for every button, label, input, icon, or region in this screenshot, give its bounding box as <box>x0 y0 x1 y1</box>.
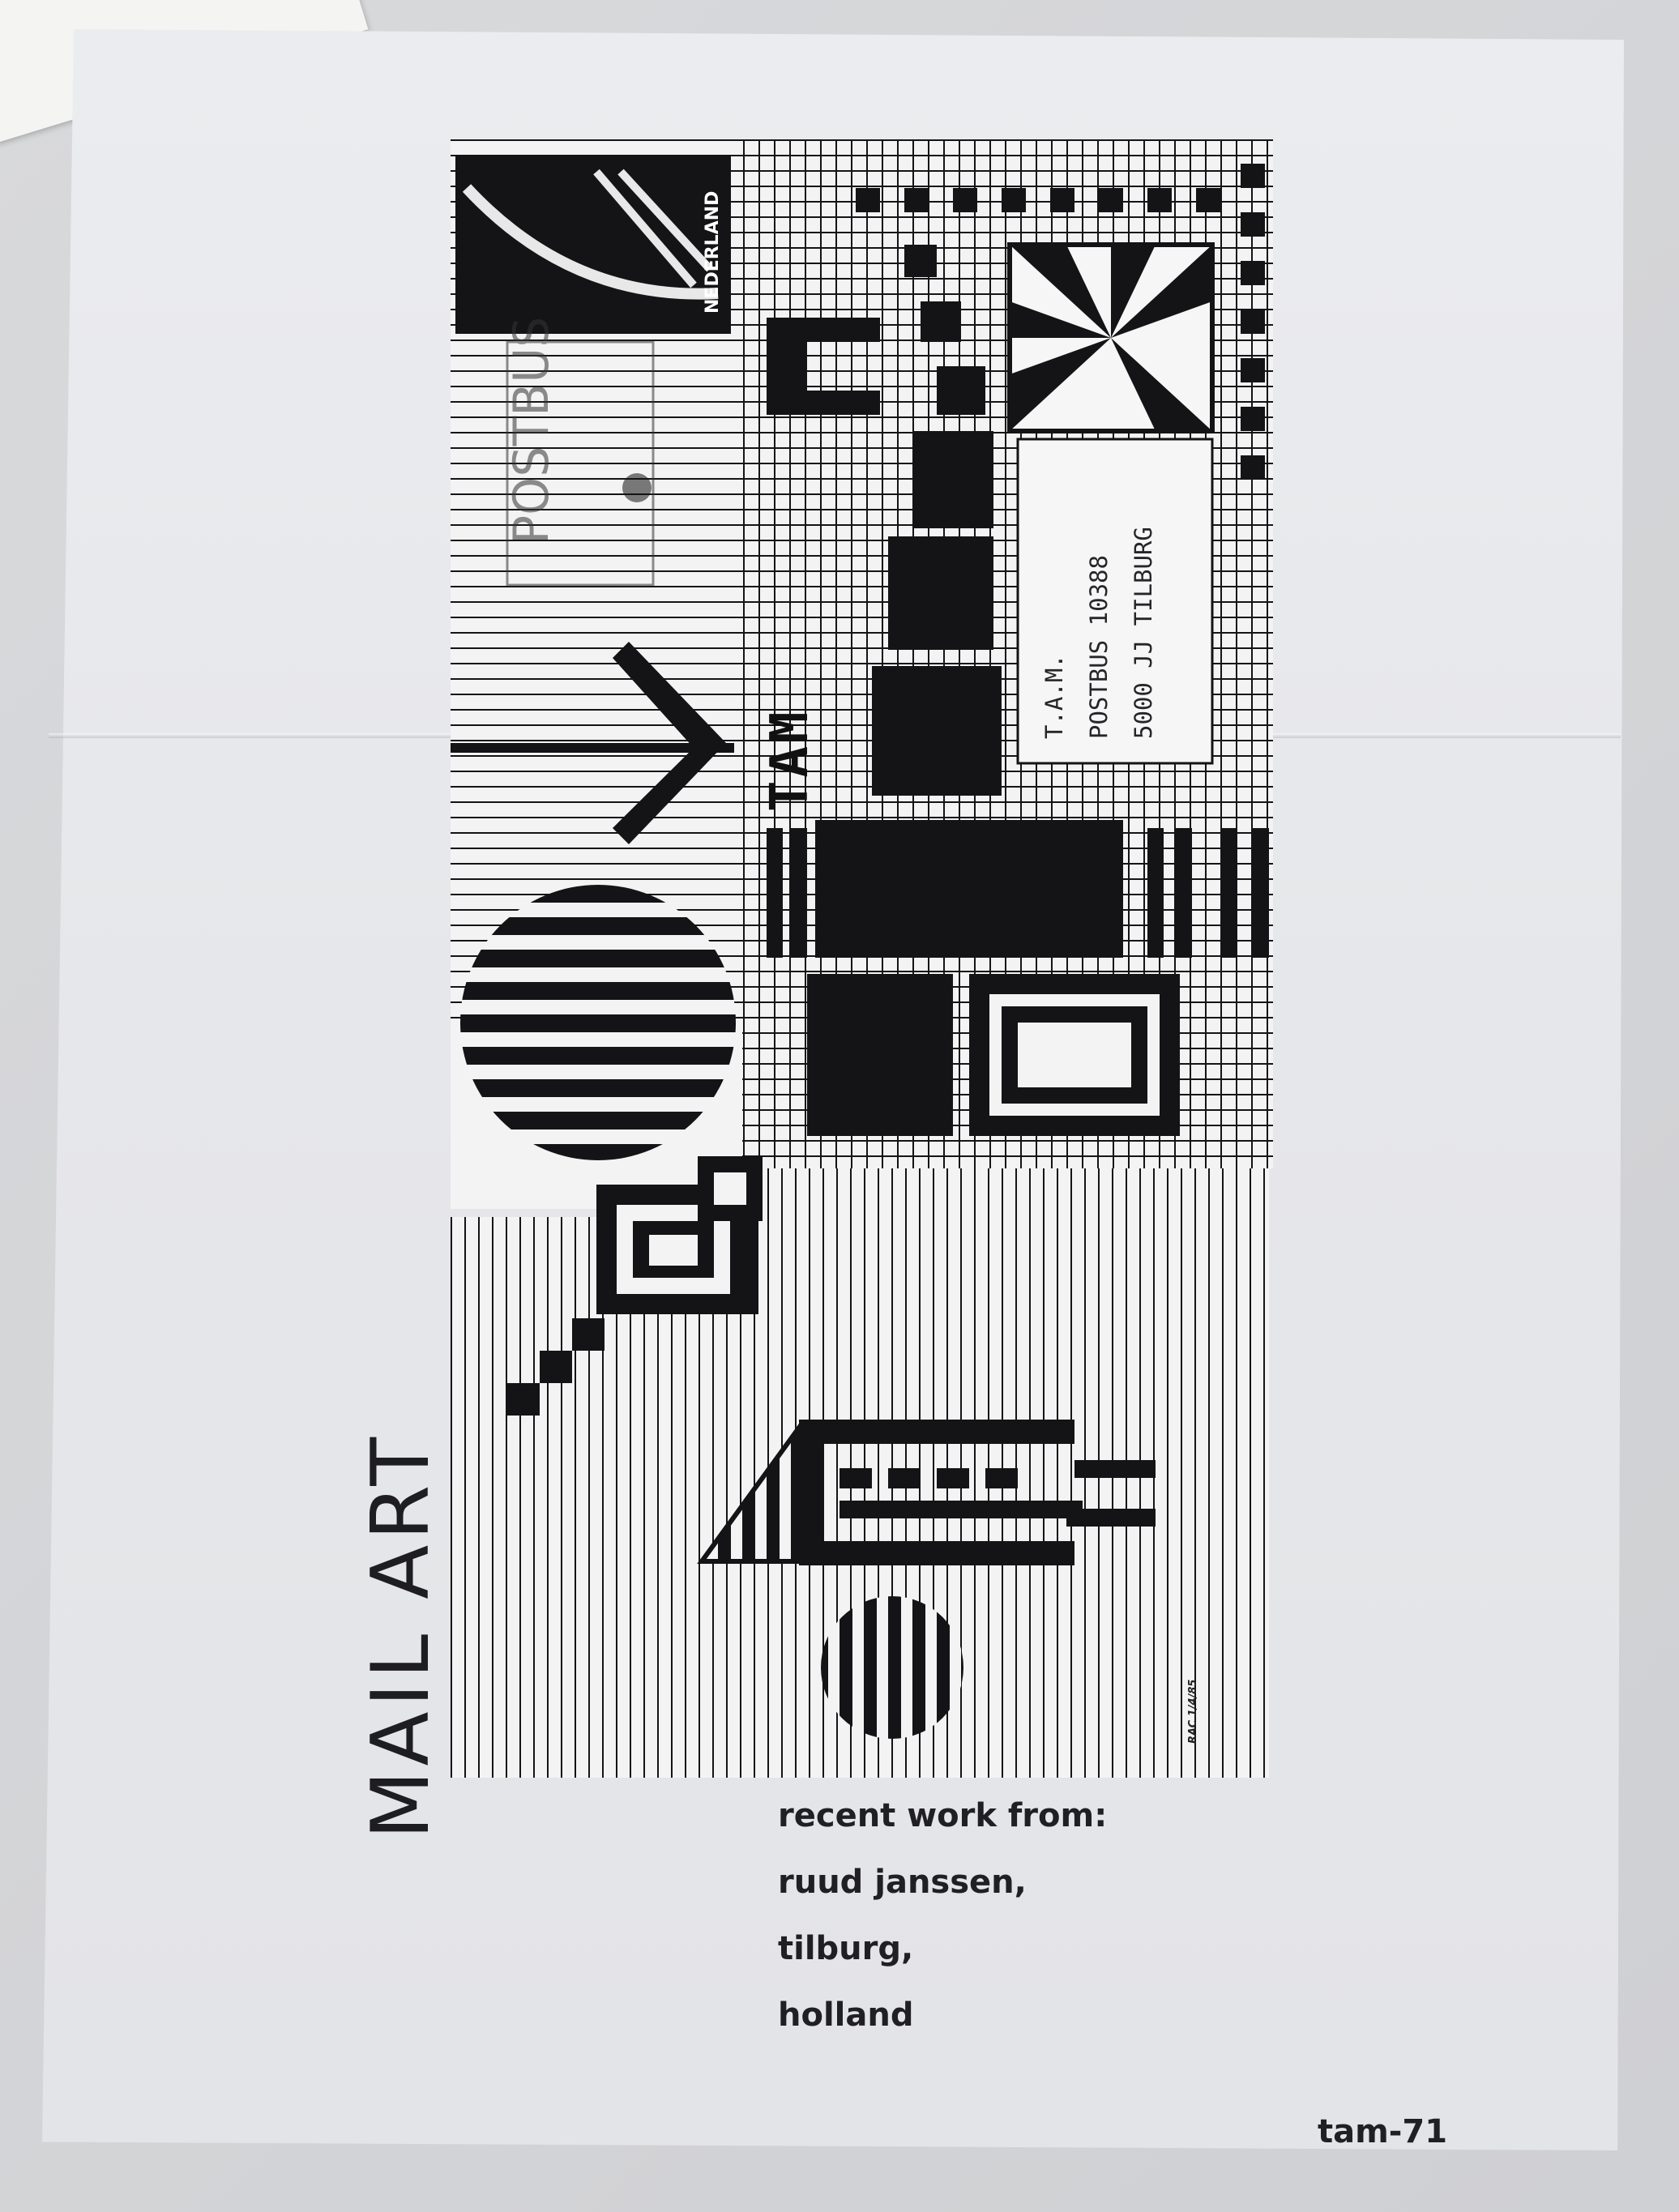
credits-line-3: tilburg, <box>778 1930 914 1967</box>
checker-border <box>856 164 1265 480</box>
credits-block: recent work from: ruud janssen, tilburg,… <box>778 1783 1297 2048</box>
postage-stamp: NEDERLAND <box>455 156 731 334</box>
pinwheel-emblem <box>1007 242 1215 433</box>
address-line-1: T.A.M. <box>1040 654 1068 739</box>
stamp-country-label: NEDERLAND <box>703 191 723 314</box>
tam-logo: TAM <box>760 708 820 812</box>
credits-line-2: ruud janssen, <box>778 1864 1027 1901</box>
nested-rectangle <box>969 974 1180 1136</box>
address-label: T.A.M. POSTBUS 10388 5000 JJ TILBURG <box>1016 438 1214 765</box>
credits-line-4: holland <box>778 1996 914 2034</box>
credits-line-1: recent work from: <box>778 1797 1108 1834</box>
striped-circle <box>460 885 736 1160</box>
small-striped-circle <box>821 1596 963 1739</box>
small-squares-motif <box>507 1156 763 1416</box>
postmark: POSTBUS <box>503 317 655 587</box>
mail-art-envelope-print: NEDERLAND POSTBUS TAM <box>451 139 1288 1778</box>
arrow-icon <box>451 642 734 844</box>
catalog-code: tam-71 <box>1318 2113 1448 2150</box>
number-glyph <box>767 318 880 415</box>
stepped-comb <box>799 1420 1156 1565</box>
postmark-text: POSTBUS <box>503 317 560 544</box>
dark-blocks <box>767 431 1269 1136</box>
page-title: MAIL ART <box>355 1432 447 1839</box>
artist-signature: RAC 1/4/85 <box>1187 1680 1199 1744</box>
address-line-3: 5000 JJ TILBURG <box>1130 527 1157 739</box>
address-line-2: POSTBUS 10388 <box>1085 555 1113 739</box>
